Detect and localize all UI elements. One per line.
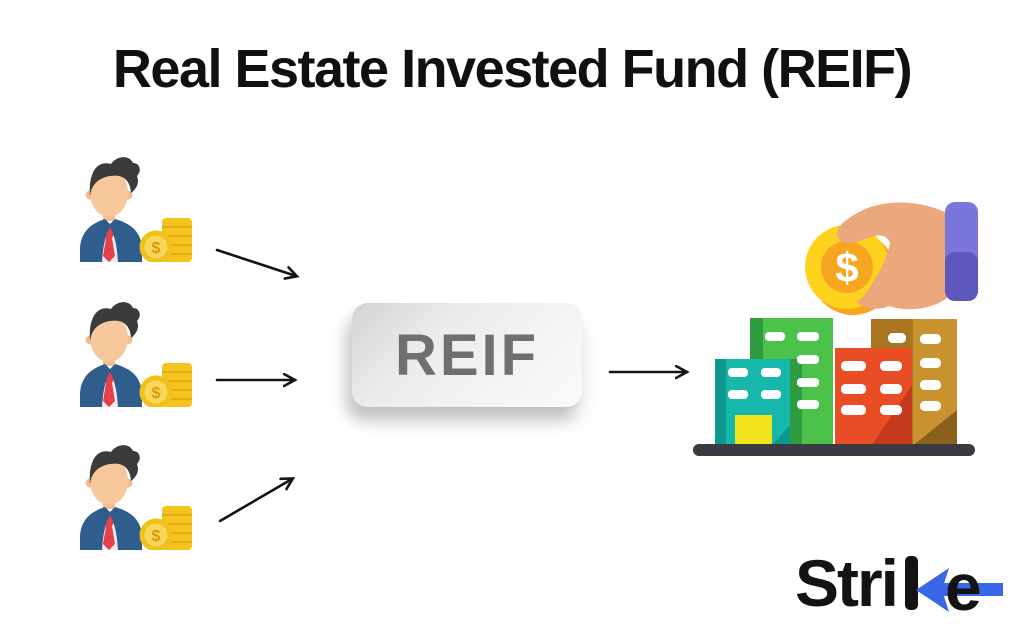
hand-holding-coin-icon: $ [805, 202, 978, 315]
investor-with-coins-icon-2 [78, 300, 192, 407]
strike-logo: Stri e [795, 546, 1011, 620]
yellow-door [735, 415, 772, 448]
arrow-investor1-to-fund-icon [215, 248, 296, 276]
big-coin-dollar-glyph: $ [835, 244, 858, 291]
strike-arrow-icon: e [905, 550, 1004, 620]
investor-with-coins-icon-3 [78, 443, 192, 550]
fund-box: REIF [352, 303, 582, 407]
page-title: Real Estate Invested Fund (REIF) [112, 39, 913, 99]
city-buildings-icon: $ [693, 202, 978, 456]
strike-logo-text: Stri [795, 546, 899, 620]
investor-with-coins-icon-1 [78, 155, 192, 262]
strike-logo-letter-e: e [945, 550, 982, 620]
arrow-investor3-to-fund-icon [218, 479, 292, 523]
fund-box-label: REIF [394, 322, 540, 388]
ground-base [693, 444, 975, 456]
